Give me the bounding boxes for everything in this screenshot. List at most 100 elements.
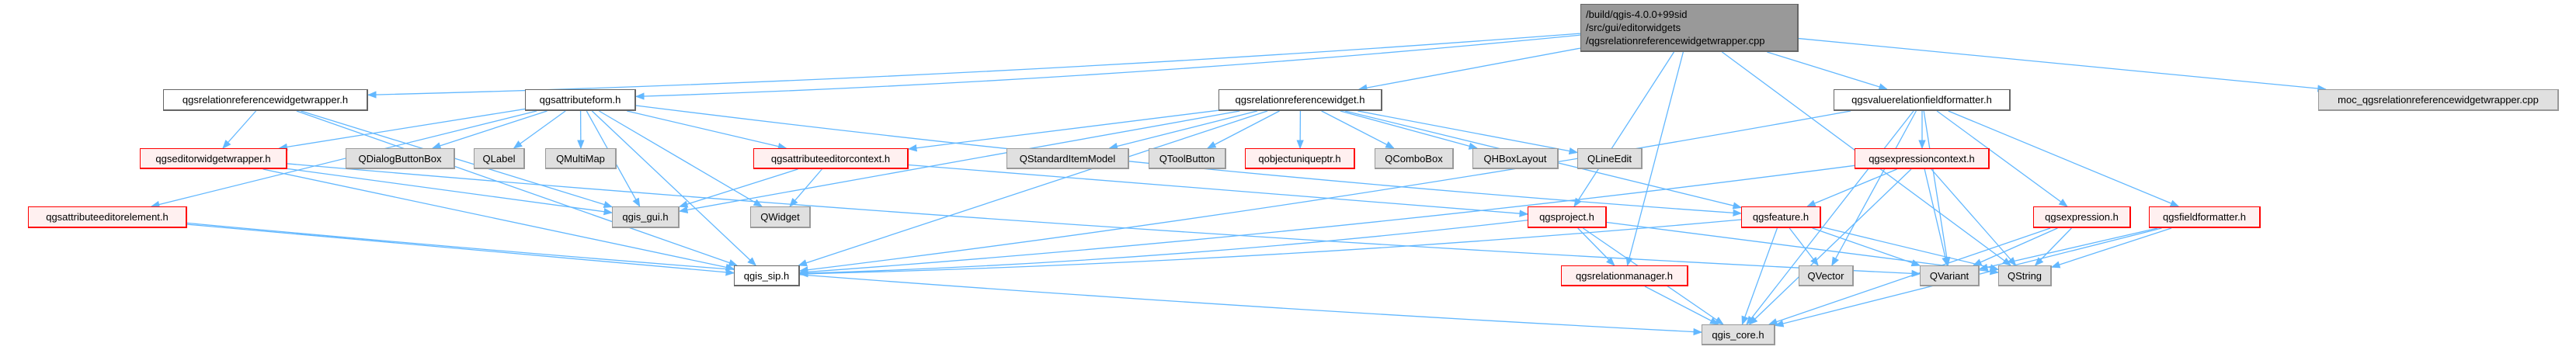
node-label: QToolButton: [1159, 152, 1215, 165]
node-attributeform[interactable]: qgsattributeform.h: [525, 89, 636, 111]
edge-main-to-qgsproject: [1573, 51, 1675, 207]
node-relrefwidget[interactable]: qgsrelationreferencewidget.h: [1218, 89, 1382, 111]
node-qgsexpression[interactable]: qgsexpression.h: [2033, 206, 2131, 228]
edge-valuerel-to-fieldformatter: [1948, 110, 2180, 207]
node-moc[interactable]: moc_qgsrelationreferencewidgetwrapper.cp…: [2318, 89, 2559, 111]
node-qmultimap[interactable]: QMultiMap: [545, 148, 617, 169]
edge-relmanager-to-qgis_core: [1644, 286, 1719, 325]
edge-qgsfeature-to-qgis_core: [1741, 227, 1778, 326]
node-label: QStandardItemModel: [1019, 152, 1116, 165]
node-fieldformatter[interactable]: qgsfieldformatter.h: [2149, 206, 2261, 228]
node-qgis_sip[interactable]: qgis_sip.h: [734, 265, 800, 286]
edge-qgsfeature-to-qvariant: [1812, 227, 1921, 267]
edge-editorwrapper-to-qvariant: [287, 163, 1921, 278]
edge-relrefwidget-to-qtoolbutton: [1206, 110, 1280, 149]
edge-relrefwidget-to-qgis_gui: [678, 110, 1240, 213]
node-label-line: /build/qgis-4.0.0+99sid: [1586, 9, 1688, 20]
edge-relrefwidget-to-qhboxlayout: [1340, 110, 1479, 150]
node-label: QComboBox: [1385, 152, 1443, 165]
edge-fieldformatter-to-qstring: [2050, 227, 2172, 269]
node-qstandarditemmodel[interactable]: QStandardItemModel: [1006, 148, 1129, 169]
node-label: QDialogButtonBox: [358, 152, 442, 165]
node-label: qgsattributeform.h: [539, 94, 621, 106]
edge-relrefwidget-to-qgis_sip: [798, 110, 1268, 267]
node-qlineedit[interactable]: QLineEdit: [1577, 148, 1643, 169]
edge-attributeform-to-editorwrapper: [278, 108, 526, 151]
edge-valuerel-to-qvariant: [1923, 110, 1951, 267]
edge-editorwrapper-to-qgis_gui: [287, 168, 614, 216]
node-qwidget[interactable]: QWidget: [750, 206, 811, 228]
node-qlabel[interactable]: QLabel: [474, 148, 525, 169]
node-valuerel[interactable]: qgsvaluerelationfieldformatter.h: [1834, 89, 2011, 111]
node-main[interactable]: /build/qgis-4.0.0+99sid/src/gui/editorwi…: [1580, 4, 1799, 52]
node-label: qgsrelationreferencewidgetwrapper.h: [182, 94, 349, 106]
node-label: QVariant: [1929, 269, 1969, 282]
edge-attreditorcontext-to-qgsproject: [908, 164, 1529, 217]
edge-valuerel-to-qgis_sip: [798, 110, 1851, 274]
edge-qgsexpression-to-qstring: [2034, 227, 2072, 266]
edge-attreditorelement-to-qgis_core: [186, 222, 1703, 336]
node-attreditorcontext[interactable]: qgsattributeeditorcontext.h: [753, 148, 909, 169]
edge-exprcontext-to-qgsfeature: [1806, 168, 1897, 207]
node-qstring[interactable]: QString: [1998, 265, 2052, 286]
edge-fieldformatter-to-qvariant: [1978, 227, 2158, 271]
node-qvector[interactable]: QVector: [1799, 265, 1854, 286]
node-label: qgis_sip.h: [743, 269, 790, 282]
node-attreditorelement[interactable]: qgsattributeeditorelement.h: [28, 206, 187, 228]
node-label: qgis_core.h: [1712, 328, 1764, 341]
edge-attributeform-to-qdialogbuttonbox: [431, 110, 548, 150]
node-label: qgsfeature.h: [1752, 211, 1809, 223]
node-qhboxlayout[interactable]: QHBoxLayout: [1472, 148, 1559, 169]
edge-exprcontext-to-qstring: [1931, 168, 2017, 266]
edge-attreditorcontext-to-qgis_gui: [678, 168, 798, 208]
node-relrefwrapper[interactable]: qgsrelationreferencewidgetwrapper.h: [163, 89, 368, 111]
edge-relrefwidget-to-qcombobox: [1321, 110, 1395, 149]
node-qgsfeature[interactable]: qgsfeature.h: [1741, 206, 1821, 228]
node-qcombobox[interactable]: QComboBox: [1375, 148, 1454, 169]
edge-qgsexpression-to-qgis_core: [1768, 227, 2051, 326]
edge-relrefwidget-to-qstandarditemmodel: [1108, 110, 1258, 150]
node-editorwrapper[interactable]: qgseditorwidgetwrapper.h: [140, 148, 287, 169]
edge-attributeform-to-attreditorelement: [150, 110, 537, 209]
node-qgis_gui[interactable]: qgis_gui.h: [612, 206, 680, 228]
edge-qgsfeature-to-qstring: [1820, 226, 2000, 272]
node-label: qgsattributeeditorelement.h: [46, 211, 169, 223]
edge-main-to-valuerel: [1767, 51, 1889, 91]
node-label-line: /src/gui/editorwidgets: [1586, 22, 1681, 33]
edge-attributeform-to-qgis_sip: [591, 110, 757, 266]
edge-attributeform-to-qwidget: [599, 110, 763, 207]
edge-relrefwrapper-to-qgis_sip: [296, 110, 739, 266]
edge-qgsproject-to-relmanager: [1577, 227, 1615, 266]
edge-exprcontext-to-qvariant: [1924, 168, 1949, 267]
node-label: QString: [2007, 269, 2042, 282]
node-qdialogbuttonbox[interactable]: QDialogButtonBox: [346, 148, 455, 169]
node-exprcontext[interactable]: qgsexpressioncontext.h: [1855, 148, 1990, 169]
node-label: QLabel: [482, 152, 516, 165]
node-label: QWidget: [760, 211, 800, 223]
node-qgsproject[interactable]: qgsproject.h: [1528, 206, 1607, 228]
node-label: qgsproject.h: [1539, 211, 1594, 223]
node-qtoolbutton[interactable]: QToolButton: [1149, 148, 1226, 169]
edge-main-to-relmanager: [1625, 51, 1684, 267]
node-qvariant[interactable]: QVariant: [1920, 265, 1980, 286]
edge-main-to-relrefwidget: [1358, 47, 1581, 92]
node-qobjectuniqueptr[interactable]: qobjectuniqueptr.h: [1245, 148, 1355, 169]
edge-editorwrapper-to-qgis_sip: [262, 168, 735, 271]
node-label: QHBoxLayout: [1483, 152, 1547, 165]
edge-relrefwidget-to-attreditorcontext: [907, 109, 1219, 152]
edge-relrefwrapper-to-qgis_gui: [301, 110, 614, 208]
edge-attributeform-to-qlabel: [513, 110, 566, 149]
node-label-line: /qgsrelationreferencewidgetwrapper.cpp: [1586, 35, 1765, 47]
node-relmanager[interactable]: qgsrelationmanager.h: [1561, 265, 1688, 286]
edge-valuerel-to-qvector: [1831, 110, 1917, 267]
edge-main-to-relrefwrapper: [367, 33, 1581, 99]
node-label: moc_qgsrelationreferencewidgetwrapper.cp…: [2338, 94, 2539, 106]
node-label: qgsexpression.h: [2045, 211, 2119, 223]
node-label: QMultiMap: [556, 152, 605, 165]
edge-exprcontext-to-qgis_sip: [798, 165, 1855, 276]
node-label: qgsrelationmanager.h: [1575, 269, 1674, 282]
node-label: QLineEdit: [1587, 152, 1632, 165]
node-qgis_core[interactable]: qgis_core.h: [1702, 324, 1775, 345]
